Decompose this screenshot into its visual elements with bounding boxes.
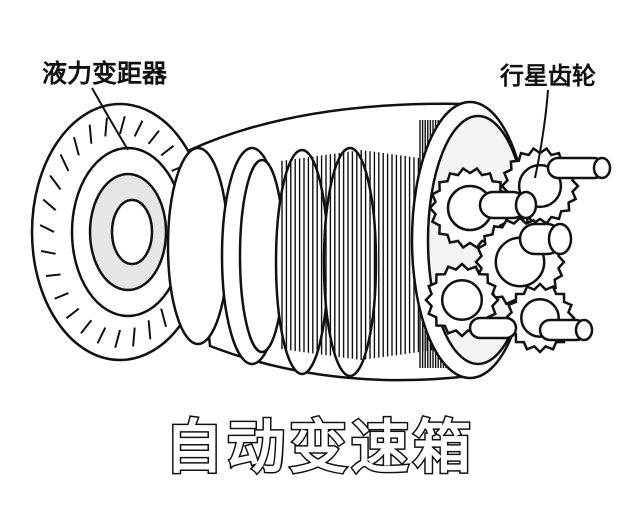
planetary-gear-label: 行星齿轮: [500, 56, 596, 91]
torque-converter-label: 液力变距器: [42, 54, 167, 90]
diagram-title: 自动变速箱: [150, 400, 490, 484]
planetary-gearset-drawing: [412, 102, 610, 378]
